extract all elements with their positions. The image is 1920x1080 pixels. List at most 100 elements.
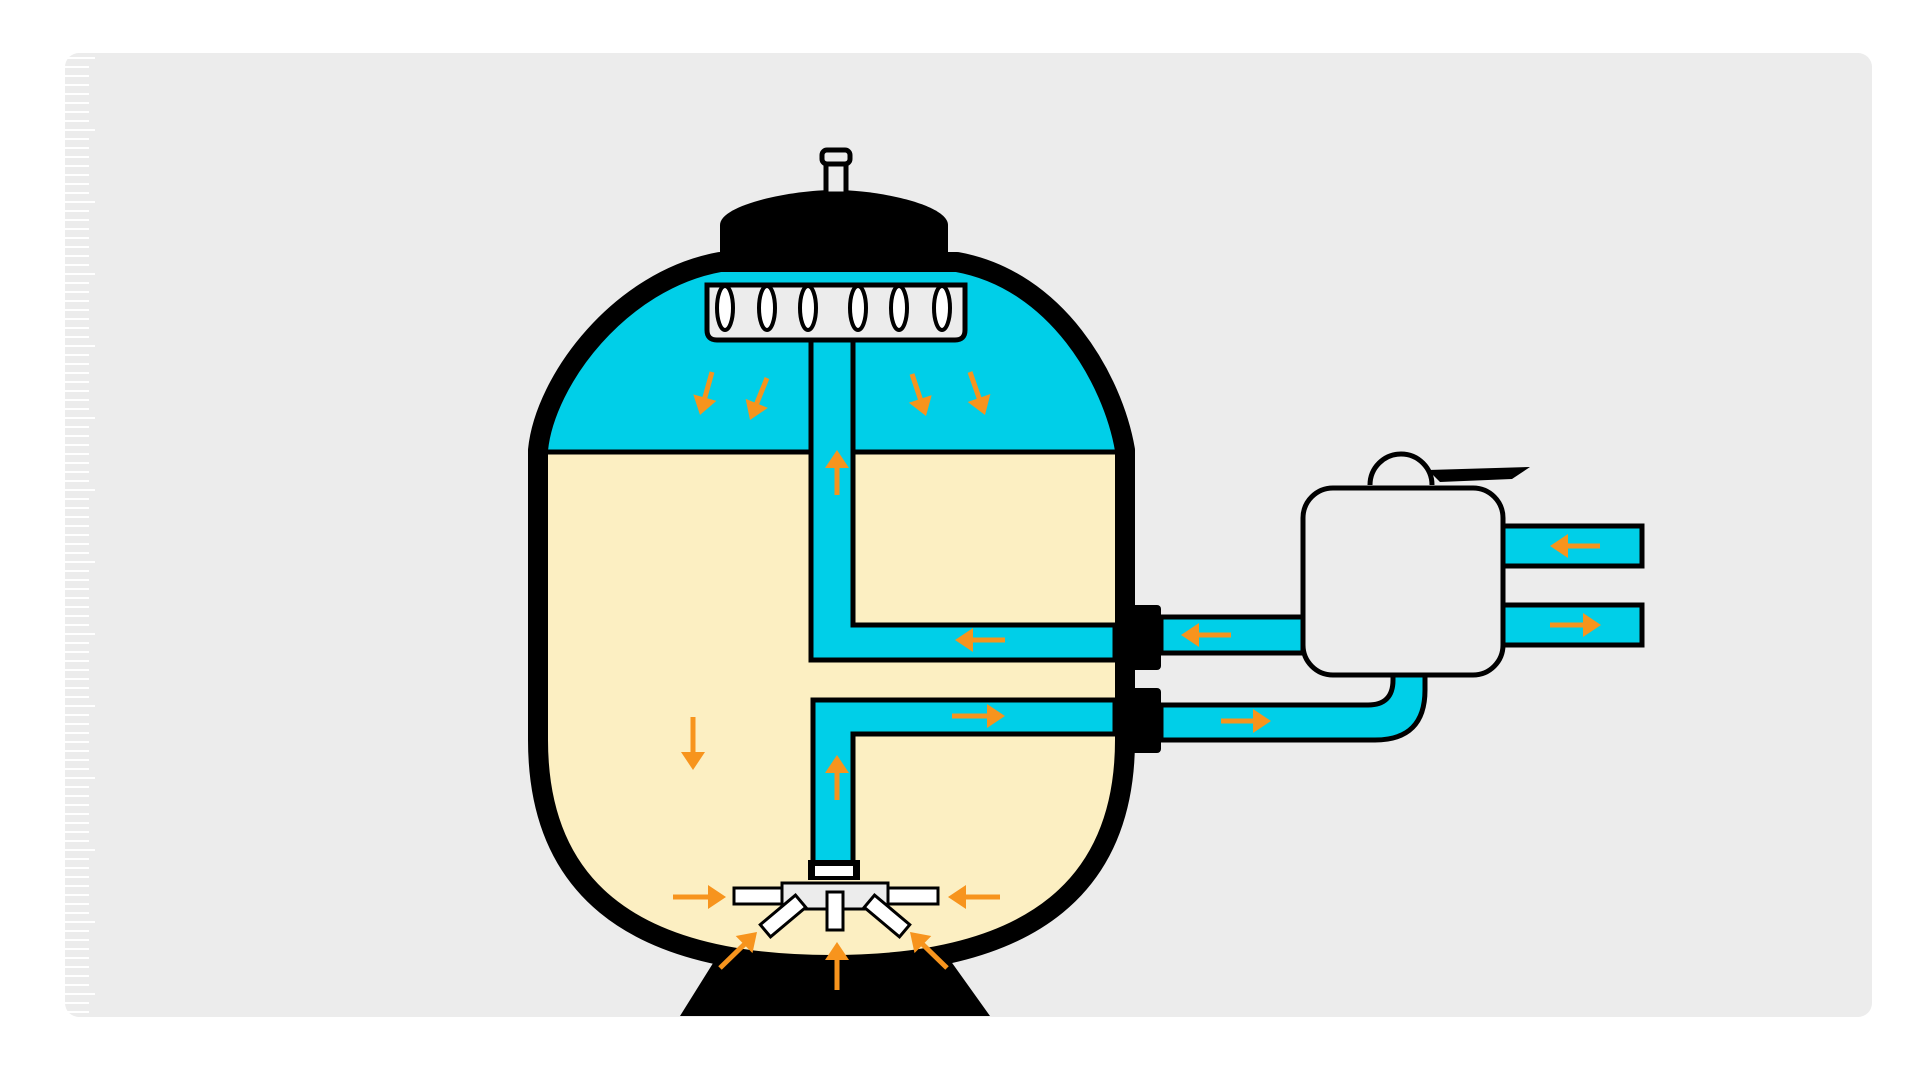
- flow-arrow-icon: [673, 885, 726, 909]
- ruler-tick: [65, 282, 89, 284]
- ruler-tick: [65, 66, 89, 68]
- ruler-tick: [65, 606, 89, 608]
- ruler-tick: [65, 210, 89, 212]
- flow-arrow-icon: [1221, 709, 1271, 733]
- ruler-tick: [65, 174, 89, 176]
- ruler-tick: [65, 993, 95, 995]
- ruler-tick: [65, 633, 95, 635]
- ruler-tick: [65, 597, 89, 599]
- ruler-tick: [65, 759, 89, 761]
- ruler-tick: [65, 165, 89, 167]
- flow-arrow-icon: [952, 704, 1005, 728]
- ruler-tick: [65, 750, 89, 752]
- ruler-tick: [65, 84, 89, 86]
- flow-arrow-icon: [908, 373, 932, 416]
- ruler-tick: [65, 264, 89, 266]
- flow-arrow-icon: [693, 371, 717, 415]
- ruler-tick: [65, 813, 89, 815]
- ruler-tick: [65, 480, 89, 482]
- ruler-tick: [65, 543, 89, 545]
- ruler-tick: [65, 129, 95, 131]
- ruler-tick: [65, 390, 89, 392]
- tank-wall: [528, 252, 1135, 975]
- ruler-tick: [65, 471, 89, 473]
- ruler-tick: [65, 417, 95, 419]
- ruler-tick: [65, 192, 89, 194]
- ruler-tick: [65, 588, 89, 590]
- knob-icon: [819, 147, 853, 197]
- diffuser-icon: [704, 282, 968, 343]
- ruler-tick: [65, 399, 89, 401]
- ruler-tick: [65, 714, 89, 716]
- ruler-tick: [65, 561, 95, 563]
- ruler-tick: [65, 642, 89, 644]
- ruler-tick: [65, 984, 89, 986]
- ruler-tick: [65, 156, 89, 158]
- ruler-tick: [65, 426, 89, 428]
- ruler-tick: [65, 687, 89, 689]
- ruler-tick: [65, 138, 89, 140]
- flow-arrow-icon: [948, 885, 1000, 909]
- ruler-tick: [65, 777, 95, 779]
- ruler-tick: [65, 975, 89, 977]
- ruler-tick: [65, 651, 89, 653]
- ruler-tick: [65, 120, 89, 122]
- laterals-icon: [732, 860, 940, 940]
- ruler-tick: [65, 273, 95, 275]
- ruler-tick: [65, 795, 89, 797]
- ruler-tick: [65, 525, 89, 527]
- ruler-tick: [65, 237, 89, 239]
- ruler-tick: [65, 408, 89, 410]
- ruler-tick: [65, 498, 89, 500]
- ruler-tick: [65, 696, 89, 698]
- flow-arrow-icon: [955, 628, 1005, 652]
- ruler-tick: [65, 831, 89, 833]
- valve-box-icon: [1300, 451, 1530, 678]
- ruler-tick: [65, 822, 89, 824]
- ruler-tick: [65, 957, 89, 959]
- ruler-tick: [65, 327, 89, 329]
- ruler-tick: [65, 381, 89, 383]
- ruler-tick: [65, 579, 89, 581]
- ruler-tick: [65, 624, 89, 626]
- ruler-tick: [65, 948, 89, 950]
- ruler-tick: [65, 768, 89, 770]
- ruler-tick: [65, 876, 89, 878]
- ruler-tick: [65, 660, 89, 662]
- flow-arrow-icon: [745, 377, 770, 420]
- ruler-tick: [65, 552, 89, 554]
- edge-ruler: [65, 57, 95, 1013]
- ruler-tick: [65, 75, 89, 77]
- ruler-tick: [65, 858, 89, 860]
- ruler-tick: [65, 228, 89, 230]
- ruler-tick: [65, 741, 89, 743]
- ruler-tick: [65, 453, 89, 455]
- ruler-tick: [65, 912, 89, 914]
- ruler-tick: [65, 336, 89, 338]
- ruler-tick: [65, 246, 89, 248]
- flow-arrow-icon: [967, 371, 991, 415]
- ruler-tick: [65, 363, 89, 365]
- ruler-tick: [65, 111, 89, 113]
- ruler-tick: [65, 534, 89, 536]
- ruler-tick: [65, 705, 95, 707]
- tank-lid: [720, 190, 948, 260]
- ruler-tick: [65, 786, 89, 788]
- outlet-fitting: [1115, 688, 1161, 753]
- ruler-tick: [65, 921, 95, 923]
- ruler-tick: [65, 894, 89, 896]
- ruler-tick: [65, 840, 89, 842]
- flow-arrows: [673, 371, 1601, 990]
- ruler-tick: [65, 354, 89, 356]
- ruler-tick: [65, 669, 89, 671]
- ruler-tick: [65, 57, 95, 59]
- flow-arrow-icon: [1181, 623, 1231, 647]
- ruler-tick: [65, 201, 95, 203]
- ruler-tick: [65, 966, 89, 968]
- ruler-tick: [65, 732, 89, 734]
- ruler-tick: [65, 615, 89, 617]
- ruler-tick: [65, 489, 95, 491]
- flow-arrow-icon: [910, 932, 949, 970]
